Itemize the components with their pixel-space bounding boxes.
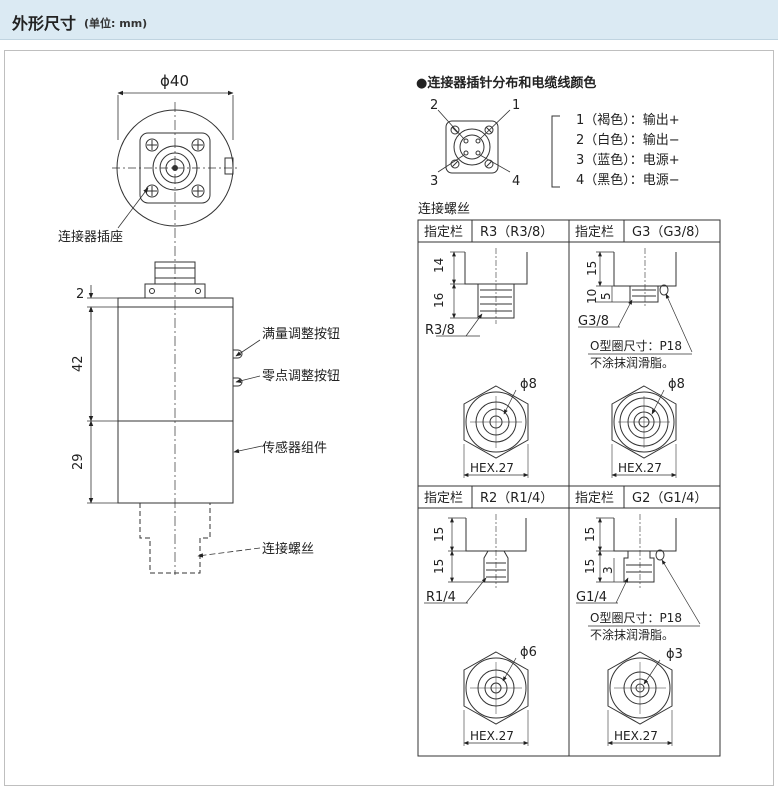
dim-2: 2 [76, 287, 84, 302]
cell2-dim-a: 15 [585, 261, 599, 276]
dim-29: 29 [71, 453, 86, 470]
pin-number-2: 2 [430, 98, 438, 113]
cell1-name: R3（R3/8） [480, 225, 553, 240]
cell3-thread: R1/4 [426, 590, 456, 605]
cell3-name: R2（R1/4） [480, 491, 553, 506]
cell2-drawing [578, 248, 693, 478]
zero-button-label: 零点调整按钮 [262, 369, 340, 384]
cell1-phi: ϕ8 [520, 377, 537, 392]
unit-label: (单位: mm) [84, 17, 148, 30]
cell1-dim-b: 16 [432, 293, 446, 308]
cell2-note: 不涂抹润滑脂。 [590, 355, 674, 370]
cell2-name: G3（G3/8） [632, 225, 707, 240]
cell2-dim-c: 5 [599, 292, 613, 300]
cell4-drawing [576, 514, 701, 746]
cell4-name: G2（G1/4） [632, 491, 707, 506]
cell3-label: 指定栏 [424, 491, 463, 506]
cell3-dim-a: 15 [432, 527, 446, 542]
sensor-front-view [87, 90, 263, 575]
section-header: 外形尺寸 (单位: mm) [0, 0, 778, 40]
cell4-oring: O型圈尺寸：P18 [590, 611, 682, 625]
pin-legend-1: 1（褐色）：输出+ [576, 112, 680, 128]
cell3-dim-b: 15 [432, 559, 446, 574]
cell1-thread: R3/8 [425, 323, 455, 338]
cell4-thread: G1/4 [576, 590, 607, 605]
pin-number-1: 1 [512, 98, 520, 113]
span-button-label: 满量调整按钮 [262, 327, 340, 342]
pin-number-4: 4 [512, 174, 520, 189]
connector-pin-diagram [437, 109, 560, 188]
thread-table-title: 连接螺丝 [418, 201, 470, 217]
cell2-label: 指定栏 [575, 225, 614, 240]
cell4-dim-b: 15 [583, 559, 597, 574]
page-title: 外形尺寸 [12, 14, 77, 33]
cell4-hex: HEX.27 [614, 729, 658, 743]
cell3-drawing [424, 514, 529, 746]
thread-table [417, 219, 721, 757]
connector-socket-label: 连接器插座 [58, 229, 123, 245]
pin-section-title: ●连接器插针分布和电缆线颜色 [416, 75, 596, 91]
pin-number-3: 3 [430, 174, 438, 189]
cell4-label: 指定栏 [575, 491, 614, 506]
cell1-drawing [436, 248, 529, 478]
drawing-frame [4, 50, 774, 786]
cell3-phi: ϕ6 [520, 645, 537, 660]
cell4-dim-c: 3 [601, 566, 615, 574]
pin-legend-3: 3（蓝色）：电源+ [576, 152, 680, 168]
sensor-assembly-label: 传感器组件 [262, 440, 327, 456]
cell4-dim-a: 15 [583, 527, 597, 542]
cell2-thread: G3/8 [578, 314, 609, 329]
pin-legend-2: 2（白色）：输出− [576, 132, 680, 148]
cell4-phi: ϕ3 [666, 647, 683, 662]
connector-thread-label: 连接螺丝 [262, 541, 314, 557]
cell1-dim-a: 14 [432, 258, 446, 273]
cell2-oring: O型圈尺寸：P18 [590, 339, 682, 353]
pin-legend-4: 4（黑色）：电源− [576, 172, 680, 188]
dim-42: 42 [71, 355, 86, 372]
phi40-label: ϕ40 [160, 72, 189, 90]
cell2-phi: ϕ8 [668, 377, 685, 392]
cell4-note: 不涂抹润滑脂。 [590, 627, 674, 642]
cell2-hex: HEX.27 [618, 461, 662, 475]
cell1-label: 指定栏 [424, 225, 463, 240]
cell3-hex: HEX.27 [470, 729, 514, 743]
cell1-hex: HEX.27 [470, 461, 514, 475]
cell2-dim-b: 10 [585, 289, 599, 304]
